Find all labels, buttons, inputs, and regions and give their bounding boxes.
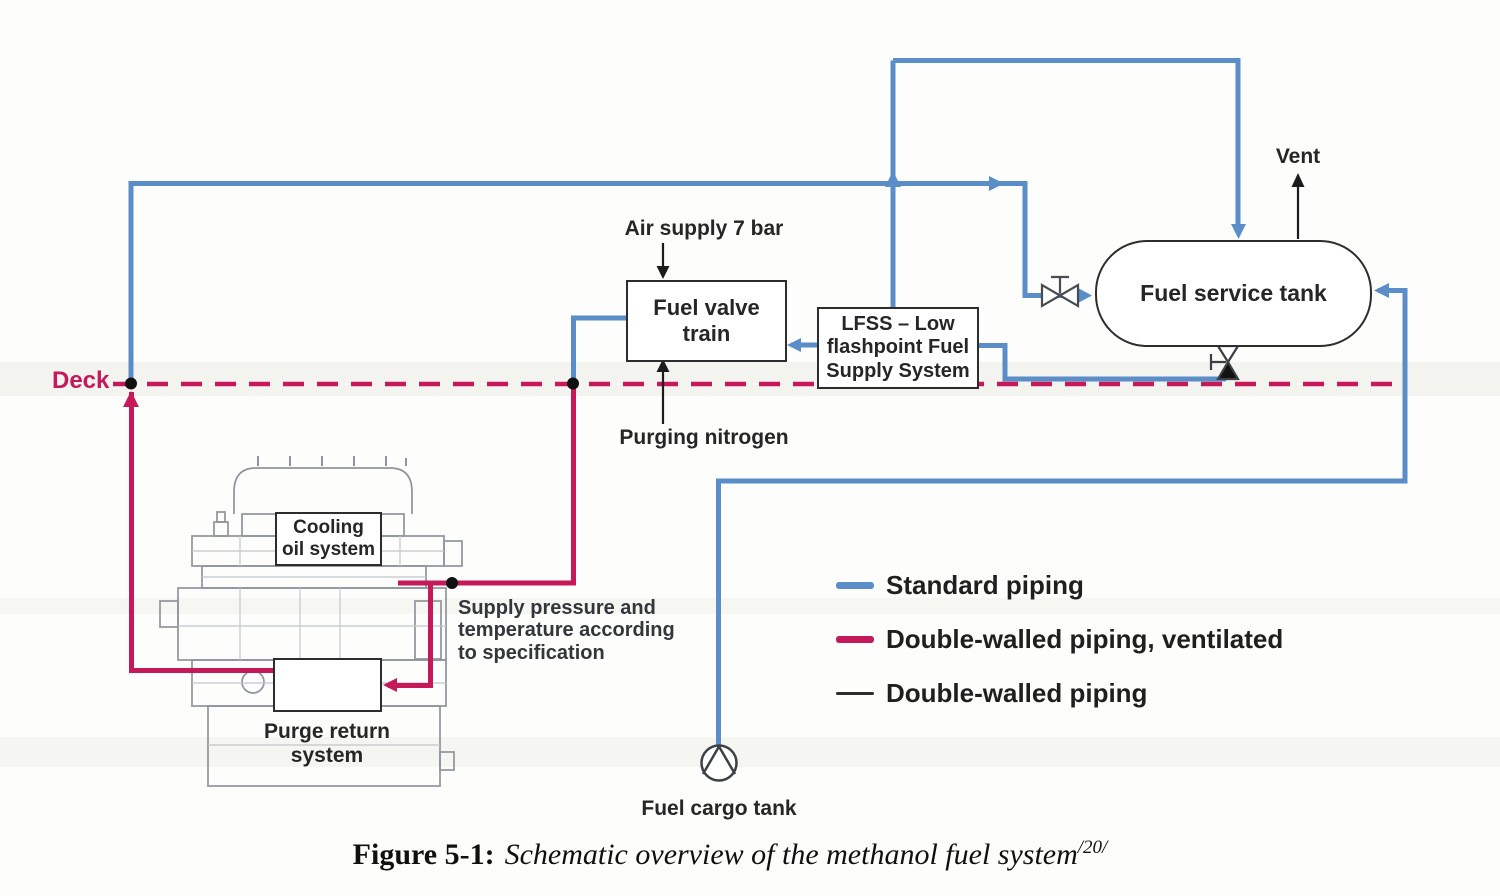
legend-label: Standard piping: [886, 569, 1084, 600]
node-cooling-oil-system: Cooling oil system: [275, 512, 382, 566]
engine-sketch-detail: [178, 536, 446, 746]
purge-return-label: Purge return system: [237, 720, 417, 767]
fuel-cargo-tank-text: Fuel cargo tank: [641, 797, 797, 820]
arrowhead-left-icon: [1374, 283, 1389, 298]
legend-swatch-blue: [836, 581, 874, 589]
arrowhead-up-icon: [885, 171, 901, 187]
legend-item-standard-piping: Standard piping: [836, 558, 1283, 612]
junction-dot: [446, 577, 458, 589]
arrowhead-right-icon: [989, 176, 1004, 191]
pipe-purge-return-riser: [129, 392, 276, 673]
node-fuel-valve-train: Fuel valve train: [626, 280, 787, 362]
node-label: Fuel valve train: [653, 295, 760, 346]
air-supply-text: Air supply 7 bar: [624, 217, 784, 240]
pipe-branch-to-purge-return: [388, 583, 433, 688]
supply-spec-line: temperature according: [458, 619, 675, 642]
vent-label: Vent: [1262, 145, 1334, 169]
node-label: Fuel service tank: [1140, 280, 1327, 307]
purging-nitrogen-label: Purging nitrogen: [598, 426, 810, 450]
pipe-lfss-to-tank-bottom: [975, 343, 1226, 382]
legend-label: Double-walled piping: [886, 677, 1148, 708]
valve-tank-outlet-icon: [1209, 344, 1240, 381]
pipe-top-to-tank: [893, 58, 1241, 228]
supply-spec-line: Supply pressure and: [458, 597, 656, 619]
deck-label: Deck: [52, 367, 110, 394]
arrowhead-up-icon: [656, 359, 670, 372]
fuel-cargo-tank-label: Fuel cargo tank: [629, 797, 809, 821]
service-lines: [661, 186, 1300, 424]
pump-icon: [700, 744, 738, 782]
legend-swatch-black: [836, 691, 874, 695]
legend-item-double-walled-ventilated: Double-walled piping, ventilated: [836, 612, 1283, 666]
pipe-supply-below-deck: [398, 383, 576, 586]
air-supply-label: Air supply 7 bar: [598, 217, 810, 241]
valve-tank-inlet-icon: [1040, 275, 1080, 308]
junction-dots: [125, 377, 579, 589]
legend-label: Double-walled piping, ventilated: [886, 623, 1284, 654]
node-label-line: Supply System: [826, 359, 970, 382]
node-label-line: Purge return: [263, 720, 391, 743]
arrowheads-standard: [787, 171, 1389, 352]
supply-spec-label: Supply pressure and temperature accordin…: [458, 597, 678, 664]
arrowhead-up-icon: [123, 391, 139, 407]
purging-nitrogen-text: Purging nitrogen: [619, 426, 789, 449]
caption-text: Schematic overview of the methanol fuel …: [504, 838, 1078, 871]
arrowheads-ventilated: [123, 391, 397, 692]
legend: Standard piping Double-walled piping, ve…: [836, 558, 1283, 720]
arrowhead-down-icon: [656, 266, 670, 279]
vent-text: Vent: [1275, 145, 1321, 168]
caption-reference: /20/: [1077, 837, 1108, 858]
pipe-cargo-to-tank: [716, 288, 1408, 747]
arrowhead-left-icon: [787, 338, 801, 352]
node-lfss: LFSS – Low flashpoint Fuel Supply System: [817, 307, 979, 389]
node-purge-return-system: [273, 658, 382, 712]
arrowhead-right-icon: [1078, 288, 1092, 303]
legend-item-double-walled: Double-walled piping: [836, 666, 1283, 720]
arrowhead-up-icon: [1291, 173, 1305, 187]
supply-spec-line: to specification: [458, 641, 605, 664]
arrowhead-down-icon: [1231, 224, 1246, 239]
figure-caption: Figure 5-1: Schematic overview of the met…: [0, 838, 1460, 872]
junction-dot: [567, 377, 579, 390]
caption-number: Figure 5-1:: [352, 838, 495, 871]
node-label-line: system: [290, 743, 364, 767]
node-fuel-service-tank: Fuel service tank: [1095, 240, 1372, 347]
node-label-line: LFSS – Low: [841, 313, 955, 336]
node-label-line: flashpoint Fuel: [826, 336, 970, 359]
arrowhead-left-icon: [383, 678, 397, 692]
node-label-line: Cooling: [293, 516, 364, 538]
junction-dot: [125, 377, 137, 390]
legend-swatch-red: [836, 635, 874, 643]
arrowheads-black: [656, 173, 1305, 372]
pipe-fvt-down-to-deck: [571, 315, 626, 381]
node-label-line: oil system: [282, 539, 375, 560]
